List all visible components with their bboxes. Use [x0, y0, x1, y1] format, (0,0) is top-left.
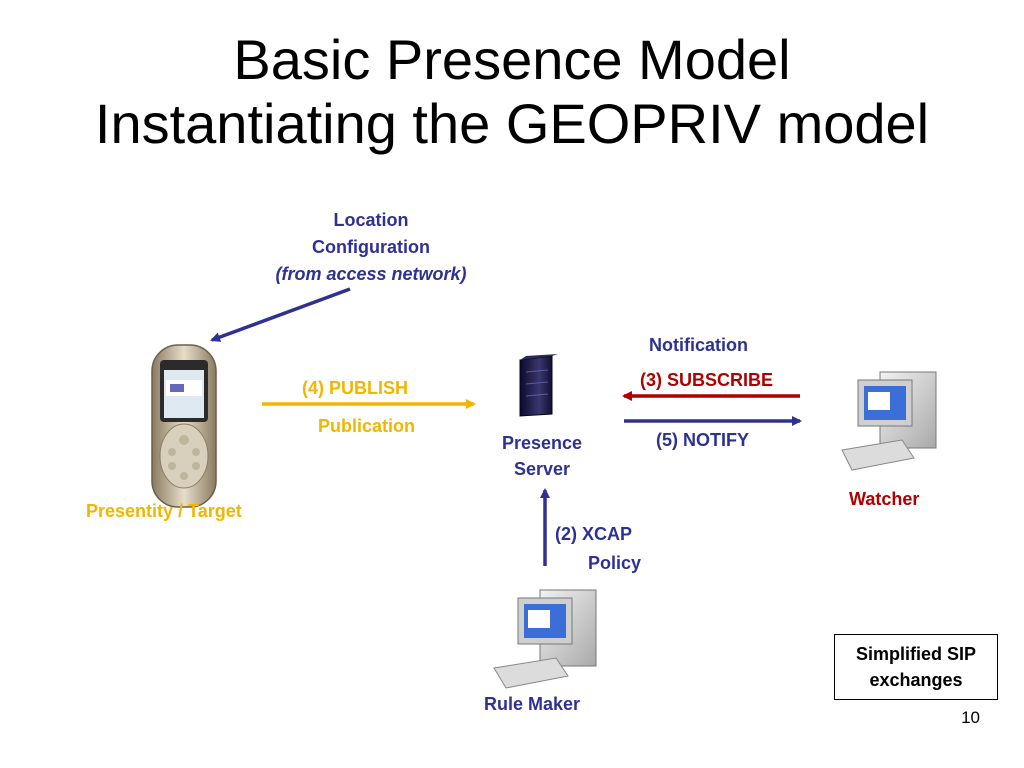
location-arrow [210, 287, 351, 342]
computer-icon [841, 371, 937, 471]
title-line-1: Basic Presence Model [233, 28, 791, 91]
watcher-label: Watcher [849, 489, 920, 509]
subscribe-label: (3) SUBSCRIBE [640, 370, 774, 390]
page-number: 10 [961, 708, 980, 727]
location-line-1: Location [333, 210, 409, 230]
note-line-2: exchanges [869, 670, 963, 690]
slide-title: Basic Presence Model Instantiating the G… [0, 28, 1024, 156]
server-line-1: Presence [501, 433, 583, 453]
publication-label: Publication [318, 416, 416, 436]
policy-label: Policy [588, 553, 642, 573]
sip-note-box: Simplified SIP exchanges [834, 634, 998, 700]
rule-maker-label: Rule Maker [484, 694, 581, 714]
title-line-2: Instantiating the GEOPRIV model [94, 92, 930, 155]
note-line-1: Simplified SIP [855, 644, 977, 664]
notify-label: (5) NOTIFY [656, 430, 749, 450]
presence-server-label: Presence Server [480, 430, 604, 482]
mobile-phone-icon [151, 344, 217, 508]
server-line-2: Server [513, 459, 571, 479]
server-tower-icon [519, 354, 558, 417]
xcap-label: (2) XCAP [555, 524, 633, 544]
presentity-label: Presentity / Target [86, 501, 242, 521]
location-config-label: Location Configuration (from access netw… [246, 207, 496, 288]
publish-label: (4) PUBLISH [302, 378, 409, 398]
location-line-2: Configuration [312, 237, 430, 257]
computer-icon [493, 589, 597, 689]
location-line-3: (from access network) [275, 264, 467, 284]
notification-label: Notification [649, 335, 748, 355]
